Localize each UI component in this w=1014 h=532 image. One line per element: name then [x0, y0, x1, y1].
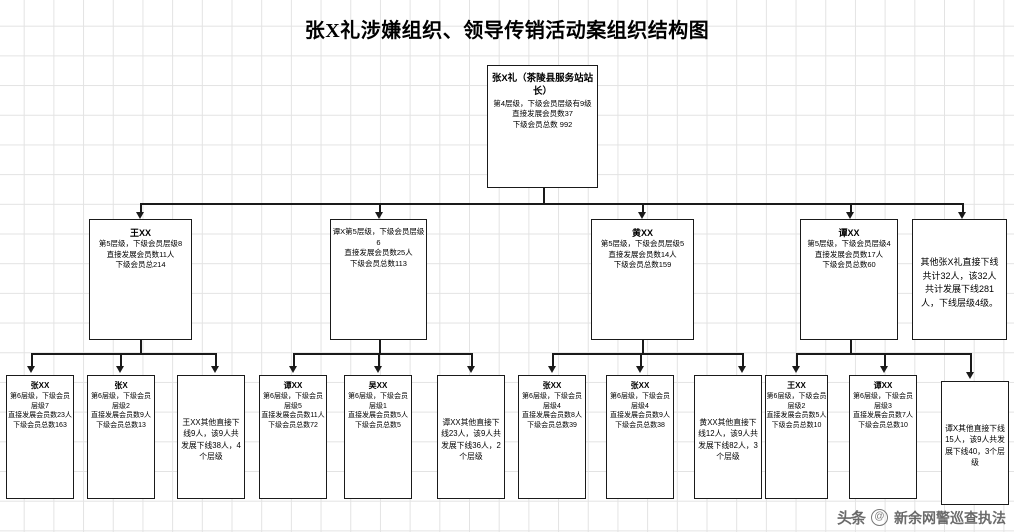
node-level3-9[interactable]: 王XX 第6层级，下级会员层级2 直接发展会员数5人 下级会员总数10: [765, 375, 828, 499]
node-level3-10-name: 谭XX: [873, 381, 893, 390]
connector-level2-bus: [140, 203, 962, 205]
connector-tanx-drop-0: [293, 353, 295, 369]
connector-huang-drop-2: [742, 353, 744, 369]
arrow-level3-4: [374, 366, 382, 373]
node-level3-3[interactable]: 谭XX 第6层级，下级会员层级5 直接发展会员数11人 下级会员总数72: [259, 375, 327, 499]
node-level3-6-details: 第6层级，下级会员层级4 直接发展会员数8人 下级会员总数39: [522, 392, 582, 430]
node-level3-0[interactable]: 张XX 第6层级，下级会员层级7 直接发展会员数23人 下级会员总数163: [6, 375, 74, 499]
connector-tanxx-drop-2: [970, 353, 972, 375]
node-level3-4-name: 吴XX: [368, 381, 388, 390]
node-level3-7[interactable]: 张XX 第6层级，下级会员层级4 直接发展会员数9人 下级会员总数38: [606, 375, 674, 499]
node-level3-6[interactable]: 张XX 第6层级，下级会员层级4 直接发展会员数8人 下级会员总数39: [518, 375, 586, 499]
connector-level2-drop-1: [379, 203, 381, 215]
connector-level2-drop-3: [850, 203, 852, 215]
connector-level2-drop-4: [962, 203, 964, 215]
arrow-level3-2: [211, 366, 219, 373]
node-level2-wang[interactable]: 王XX 第5层级，下级会员层级8 直接发展会员数11人 下级会员总214: [89, 219, 192, 340]
connector-wang-drop-2: [215, 353, 217, 369]
connector-tanxx-stem: [850, 340, 852, 354]
connector-tanxx-drop-0: [796, 353, 798, 369]
arrow-level3-9: [792, 366, 800, 373]
node-level3-10[interactable]: 谭XX 第6层级，下级会员层级3 直接发展会员数7人 下级会员总数10: [849, 375, 917, 499]
connector-tanx-drop-2: [471, 353, 473, 369]
arrow-level3-7: [636, 366, 644, 373]
node-level3-2-details: 王XX其他直接下线9人，该9人共发展下线38人，4个层级: [181, 417, 241, 461]
connector-huang-bus: [552, 353, 742, 355]
node-level2-wang-name: 王XX: [129, 228, 151, 238]
connector-level2-drop-0: [140, 203, 142, 215]
connector-huang-drop-0: [552, 353, 554, 369]
connector-level2-drop-2: [642, 203, 644, 215]
arrow-level3-3: [289, 366, 297, 373]
node-level3-5[interactable]: 谭XX其他直接下线23人，该9人共发展下线36人，2个层级: [437, 375, 505, 499]
node-root-name: 张X礼（茶陵县服务站站长）: [491, 73, 594, 97]
page-title: 张X礼涉嫌组织、领导传销活动案组织结构图: [304, 20, 710, 42]
node-level3-9-details: 第6层级，下级会员层级2 直接发展会员数5人 下级会员总数10: [766, 392, 827, 430]
node-level3-7-details: 第6层级，下级会员层级4 直接发展会员数9人 下级会员总数38: [610, 392, 670, 430]
node-level3-7-name: 张XX: [630, 381, 650, 390]
node-level2-tanxx[interactable]: 谭XX 第5层级，下级会员层级4 直接发展会员数17人 下级会员总数60: [800, 219, 898, 340]
node-level3-6-name: 张XX: [542, 381, 562, 390]
arrow-level2-0: [136, 212, 144, 219]
node-level3-3-details: 第6层级，下级会员层级5 直接发展会员数11人 下级会员总数72: [261, 392, 325, 430]
node-root-details: 第4层级，下级会员层级有9级 直接发展会员数37 下级会员总数 992: [493, 98, 592, 129]
node-level3-11[interactable]: 谭X其他直接下线15人，该9人共发展下线40，3个层级: [941, 381, 1009, 505]
arrow-level3-11: [966, 372, 974, 379]
node-level3-3-name: 谭XX: [283, 381, 303, 390]
node-level3-5-details: 谭XX其他直接下线23人，该9人共发展下线36人，2个层级: [441, 417, 501, 461]
arrow-level2-2: [638, 212, 646, 219]
connector-wang-stem: [140, 340, 142, 354]
connector-wang-drop-1: [120, 353, 122, 369]
connector-tanxx-drop-1: [884, 353, 886, 369]
node-level2-huang-details: 第5层级，下级会员层级5 直接发展会员数14人 下级会员总数159: [600, 239, 685, 270]
node-level3-1-details: 第6层级，下级会员层级2 直接发展会员数9人 下级会员总数13: [91, 392, 151, 430]
arrow-level3-0: [27, 366, 35, 373]
arrow-level2-1: [375, 212, 383, 219]
node-level3-4-details: 第6层级，下级会员层级1 直接发展会员数5人 下级会员总数5: [348, 392, 408, 430]
watermark-text: 新余网警巡查执法: [894, 509, 1006, 526]
node-level3-0-name: 张XX: [30, 381, 50, 390]
node-level2-huang-name: 黄XX: [631, 228, 653, 238]
arrow-level3-8: [738, 366, 746, 373]
node-level3-8-details: 黄XX其他直接下线12人，该9人共发展下线82人，3个层级: [698, 417, 758, 461]
node-level3-0-details: 第6层级，下级会员层级7 直接发展会员数23人 下级会员总数163: [8, 392, 72, 430]
node-level2-tanxx-name: 谭XX: [838, 228, 860, 238]
arrow-level3-1: [116, 366, 124, 373]
connector-root-stem: [543, 188, 545, 204]
node-level3-1[interactable]: 张X 第6层级，下级会员层级2 直接发展会员数9人 下级会员总数13: [87, 375, 155, 499]
node-level3-4[interactable]: 吴XX 第6层级，下级会员层级1 直接发展会员数5人 下级会员总数5: [344, 375, 412, 499]
node-level2-wang-details: 第5层级，下级会员层级8 直接发展会员数11人 下级会员总214: [98, 239, 183, 270]
connector-tanx-drop-1: [378, 353, 380, 369]
arrow-level2-4: [958, 212, 966, 219]
node-level2-other[interactable]: 其他张X礼直接下线共计32人，该32人共计发展下线281人，下线层级4级。: [912, 219, 1007, 340]
node-level2-tanx[interactable]: 谭X第5层级，下级会员层级6 直接发展会员数25人 下级会员总数113: [330, 219, 427, 340]
node-level2-tanxx-details: 第5层级，下级会员层级4 直接发展会员数17人 下级会员总数60: [807, 239, 891, 270]
arrow-level2-3: [846, 212, 854, 219]
watermark-logo: 头条: [836, 511, 866, 527]
connector-tanxx-bus: [796, 353, 970, 355]
watermark-at-icon: @: [871, 509, 888, 526]
node-level3-2[interactable]: 王XX其他直接下线9人，该9人共发展下线38人，4个层级: [177, 375, 245, 499]
arrow-level3-10: [880, 366, 888, 373]
node-level3-10-details: 第6层级，下级会员层级3 直接发展会员数7人 下级会员总数10: [853, 392, 913, 430]
node-level2-tanx-details: 谭X第5层级，下级会员层级6 直接发展会员数25人 下级会员总数113: [332, 227, 425, 268]
connector-wang-bus: [31, 353, 215, 355]
connector-huang-drop-1: [640, 353, 642, 369]
arrow-level3-6: [548, 366, 556, 373]
arrow-level3-5: [467, 366, 475, 373]
connector-wang-drop-0: [31, 353, 33, 369]
connector-tanx-stem: [379, 340, 381, 354]
connector-huang-stem: [642, 340, 644, 354]
watermark: 头条 @ 新余网警巡查执法: [837, 507, 1006, 528]
node-level2-huang[interactable]: 黄XX 第5层级，下级会员层级5 直接发展会员数14人 下级会员总数159: [591, 219, 694, 340]
node-level3-8[interactable]: 黄XX其他直接下线12人，该9人共发展下线82人，3个层级: [694, 375, 762, 499]
node-level3-1-name: 张X: [114, 381, 128, 390]
node-level3-11-details: 谭X其他直接下线15人，该9人共发展下线40，3个层级: [945, 423, 1005, 467]
node-level2-other-details: 其他张X礼直接下线共计32人，该32人共计发展下线281人，下线层级4级。: [920, 257, 999, 308]
node-root[interactable]: 张X礼（茶陵县服务站站长） 第4层级，下级会员层级有9级 直接发展会员数37 下…: [487, 65, 598, 188]
connector-tanx-bus: [293, 353, 471, 355]
node-level3-9-name: 王XX: [787, 381, 806, 390]
